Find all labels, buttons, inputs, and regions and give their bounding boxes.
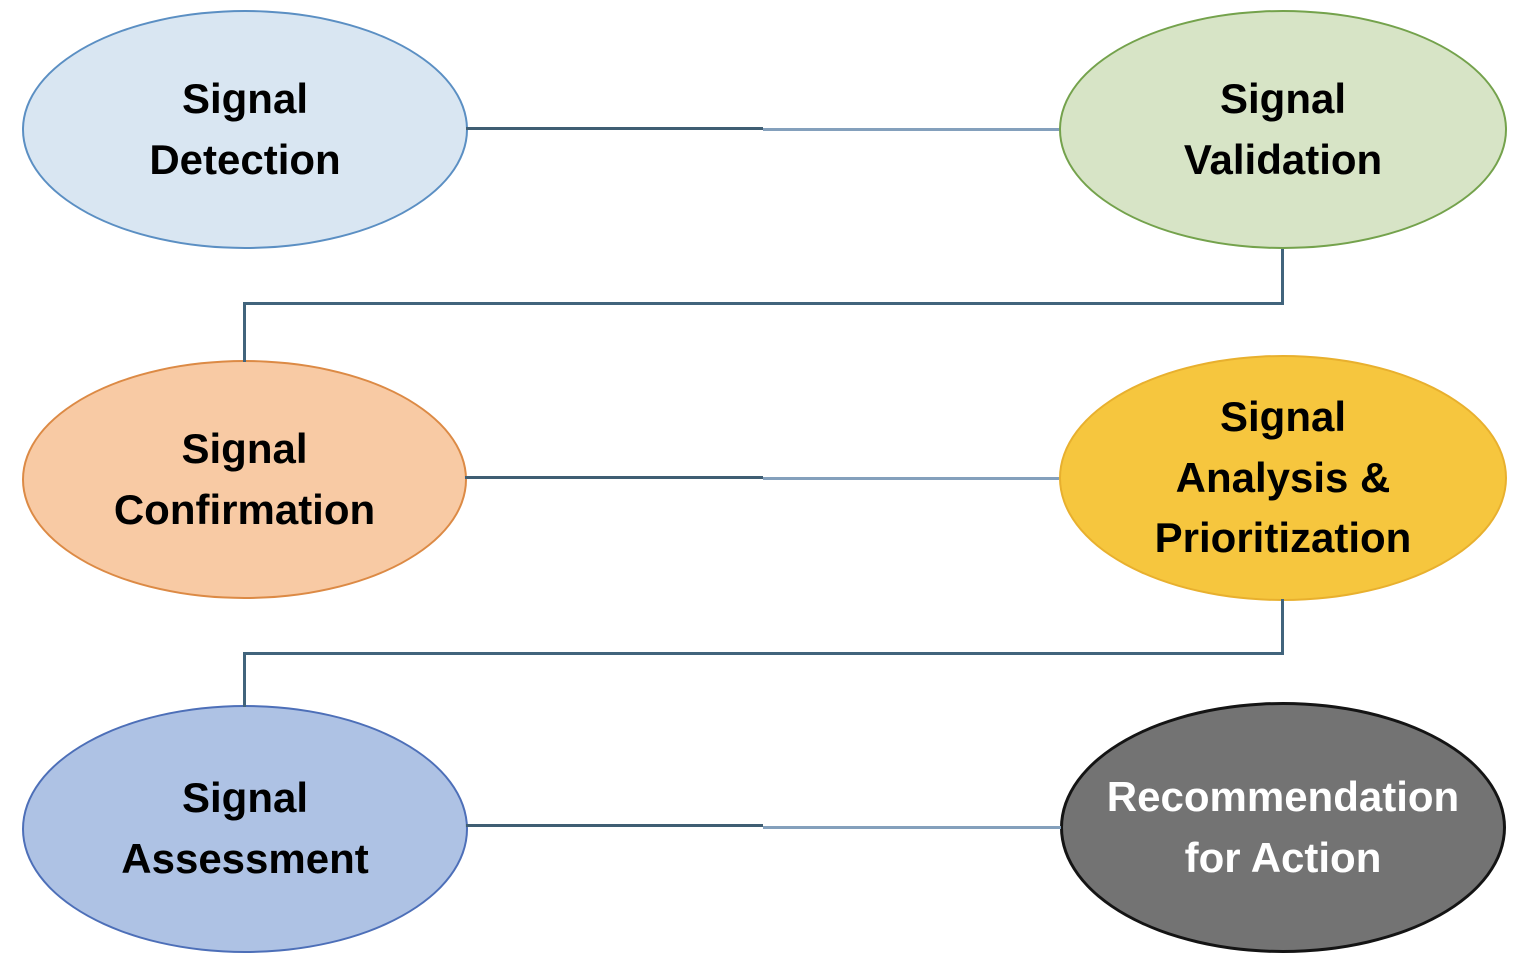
connector-detection-validation-right xyxy=(763,128,1059,131)
connector-analysis-assessment-across xyxy=(243,652,1284,655)
connector-validation-confirmation-across xyxy=(243,302,1284,305)
node-signal-validation: Signal Validation xyxy=(1059,10,1507,249)
node-signal-detection: Signal Detection xyxy=(22,10,468,249)
node-signal-assessment: Signal Assessment xyxy=(22,705,468,953)
node-recommendation-for-action: Recommendation for Action xyxy=(1060,702,1506,953)
node-label-signal-assessment: Signal Assessment xyxy=(121,774,369,882)
node-label-signal-confirmation: Signal Confirmation xyxy=(113,424,376,533)
connector-confirmation-analysis-right xyxy=(763,477,1059,480)
connector-detection-validation-left xyxy=(466,127,763,130)
node-label-recommendation-for-action: Recommendation for Action xyxy=(1106,772,1460,881)
node-label-signal-detection: Signal Detection xyxy=(149,74,341,183)
connector-analysis-assessment-descend xyxy=(243,652,246,707)
connector-validation-confirmation-drop xyxy=(1281,249,1284,305)
connector-analysis-assessment-drop xyxy=(1281,599,1284,655)
connector-assessment-recommendation-left xyxy=(466,824,763,827)
node-label-signal-validation: Signal Validation xyxy=(1183,74,1383,183)
node-signal-confirmation: Signal Confirmation xyxy=(22,360,467,599)
node-label-signal-analysis-prioritization: Signal Analysis & Prioritization xyxy=(1154,392,1412,562)
node-signal-analysis-prioritization: Signal Analysis & Prioritization xyxy=(1059,355,1507,601)
connector-confirmation-analysis-left xyxy=(465,476,763,479)
connector-assessment-recommendation-right xyxy=(763,826,1061,829)
connector-validation-confirmation-descend xyxy=(243,302,246,362)
